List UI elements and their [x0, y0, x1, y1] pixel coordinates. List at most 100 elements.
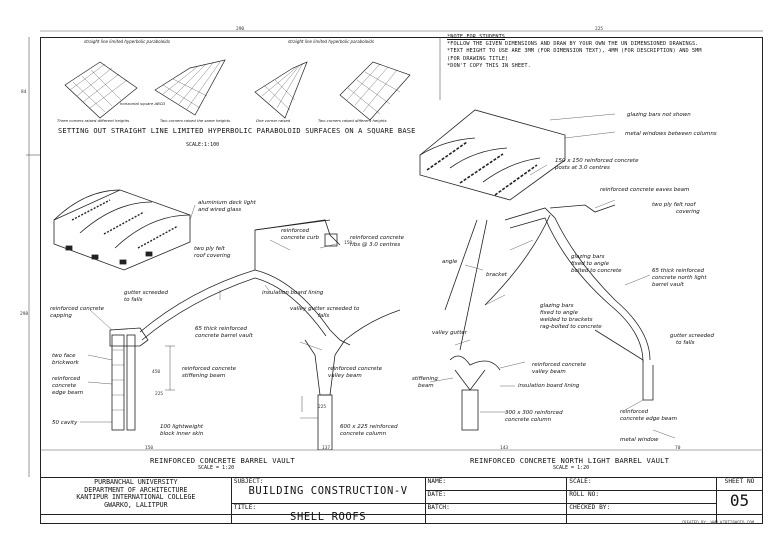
hypar-caption-1: straight line limited hyperbolic parabol…	[84, 39, 170, 44]
org-department: DEPARTMENT OF ARCHITECTURE	[84, 485, 188, 494]
hypar-scale: SCALE:1:100	[186, 142, 220, 148]
barrel-label-6: roof covering	[194, 253, 231, 259]
nl-label-26: beam	[418, 383, 434, 389]
barrel-label-27: 50 cavity	[52, 420, 78, 426]
nl-label-28: 300 x 300 reinforced	[505, 410, 563, 416]
barrel-label-21: concrete	[52, 383, 77, 389]
barrel-label-26: valley beam	[328, 373, 362, 379]
nl-label-15: barrel vault	[652, 282, 684, 288]
nl-label-32: metal window	[620, 437, 659, 443]
nl-label-8: glazing bars	[571, 254, 605, 260]
sheet-number: 05	[716, 490, 763, 524]
hypar-sub-5: Two corners raised different heights	[318, 118, 387, 123]
org-address: GWARKO, LALITPUR	[104, 500, 168, 509]
nl-label-1: glazing bars not shown	[627, 112, 691, 118]
barrel-label-2: and wired glass	[198, 207, 242, 213]
batch-field: BATCH:	[424, 503, 568, 524]
barrel-label-12: reinforced concrete	[50, 306, 104, 312]
nl-label-27: insulation board lining	[518, 383, 580, 389]
barrel-label-20: reinforced	[52, 376, 81, 382]
nl-label-31: concrete edge beam	[620, 416, 677, 422]
nl-label-10: bolted to concrete	[571, 268, 622, 274]
note-line: *DON'T COPY THIS IN SHEET.	[447, 62, 531, 69]
nl-label-18: welded to brackets	[540, 317, 593, 323]
barrel-label-9: insulation board lining	[262, 290, 324, 296]
barrel-vault-drawing	[53, 189, 401, 450]
nl-label-2: metal windows between columns	[625, 131, 717, 137]
north-light-scale: SCALE = 1:20	[553, 465, 590, 471]
org-college: KANTIPUR INTERNATIONAL COLLEGE	[76, 493, 196, 502]
note-line: *TEXT HEIGHT TO USE ARE 3MM (FOR DIMENSI…	[447, 48, 702, 55]
barrel-label-7: reinforced concrete	[350, 235, 404, 241]
org-university: PURBANCHAL UNIVERSITY	[94, 478, 178, 486]
barrel-scale: SCALE = 1:20	[198, 465, 235, 471]
barrel-label-15: falls	[318, 313, 330, 319]
hypar-sub-2: horizontal square ABCD	[120, 101, 166, 106]
barrel-label-1: aluminium deck light	[198, 200, 256, 206]
subject-cell: SUBJECT: BUILDING CONSTRUCTION-V	[230, 477, 426, 504]
hypar-sub-4: One corner raised	[256, 118, 291, 123]
barrel-label-10: gutter screeded	[124, 290, 168, 296]
barrel-label-30: 600 x 225 reinforced	[340, 424, 398, 430]
title-cell: TITLE: SHELL ROOFS	[230, 503, 426, 524]
nl-label-20: valley gutter	[432, 330, 468, 336]
dim-left-lower: 298	[20, 312, 29, 317]
nl-label-29: concrete column	[505, 417, 552, 423]
dim-bottom-4: 70	[675, 446, 681, 451]
dim-bottom-3: 143	[500, 446, 509, 451]
barrel-dim-450: 450	[152, 370, 161, 375]
dim-bottom-2: 137	[322, 446, 331, 451]
nl-label-12: bracket	[486, 272, 507, 278]
barrel-label-22: edge beam	[52, 390, 84, 396]
barrel-label-29: block inner skin	[160, 431, 204, 437]
nl-label-6: two ply felt roof	[652, 202, 696, 208]
dim-bottom-1: 150	[145, 446, 154, 451]
barrel-label-11: to falls	[124, 297, 143, 303]
barrel-caption: REINFORCED CONCRETE BARREL VAULT	[150, 456, 295, 465]
nl-label-14: concrete north light	[652, 275, 707, 281]
barrel-dim-225b: 225	[318, 405, 327, 410]
hypar-sub-1: Three corners raised different heights	[57, 118, 130, 123]
nl-label-24: valley beam	[532, 369, 566, 375]
barrel-label-25: reinforced concrete	[328, 366, 382, 372]
title-block: PURBANCHAL UNIVERSITY DEPARTMENT OF ARCH…	[40, 477, 763, 524]
sheet-label: SHEET NO	[716, 477, 763, 491]
nl-label-11: angle	[442, 259, 458, 265]
barrel-label-8: ribs @ 3.0 centres	[350, 242, 401, 248]
nl-label-17: fixed to angle	[540, 310, 578, 316]
note-line: (FOR DRAWING TITLE)	[447, 55, 509, 62]
institution-cell: PURBANCHAL UNIVERSITY DEPARTMENT OF ARCH…	[40, 477, 232, 524]
north-light-caption: REINFORCED CONCRETE NORTH LIGHT BARREL V…	[470, 456, 670, 465]
barrel-label-13: capping	[50, 313, 72, 319]
student-note: *NOTE FOR STUDENTS *FOLLOW THE GIVEN DIM…	[447, 34, 765, 70]
title-label: TITLE:	[233, 504, 257, 511]
barrel-label-18: two face	[52, 353, 76, 359]
nl-label-4: posts at 3.0 centres	[555, 165, 610, 171]
nl-label-21: gutter screeded	[670, 333, 714, 339]
barrel-dim-225: 225	[155, 392, 164, 397]
barrel-label-4: concrete curb	[281, 235, 320, 241]
barrel-label-31: concrete column	[340, 431, 387, 437]
roll-field: ROLL NO:	[566, 490, 718, 504]
nl-label-23: reinforced concrete	[532, 362, 586, 368]
checked-field: CHECKED BY:	[566, 503, 718, 524]
nl-label-25: stiffening	[412, 376, 438, 382]
scale-field: SCALE:	[566, 477, 718, 491]
barrel-label-5: two ply felt	[194, 246, 225, 252]
nl-label-19: rag-bolted to concrete	[540, 324, 602, 330]
dim-top-right: 225	[595, 27, 604, 32]
nl-label-22: to falls	[676, 340, 695, 346]
north-light-drawing	[419, 109, 676, 439]
hypar-sub-3: Two corners raised the same heights	[160, 118, 231, 123]
nl-label-9: fixed to angle	[571, 261, 609, 267]
barrel-label-16: 65 thick reinforced	[195, 326, 247, 332]
footer-credit: CREATED BY: WWW.KIRTIPHOTO.COM	[681, 520, 754, 525]
hypar-title: SETTING OUT STRAIGHT LINE LIMITED HYPERB…	[58, 127, 416, 135]
subject-value: BUILDING CONSTRUCTION-V	[248, 485, 408, 497]
hypar-caption-2: straight line limited hyperbolic parabol…	[288, 39, 374, 44]
nl-label-5: reinforced concrete eaves beam	[600, 187, 690, 193]
barrel-label-23: reinforced concrete	[182, 366, 236, 372]
date-field: DATE:	[424, 490, 568, 504]
